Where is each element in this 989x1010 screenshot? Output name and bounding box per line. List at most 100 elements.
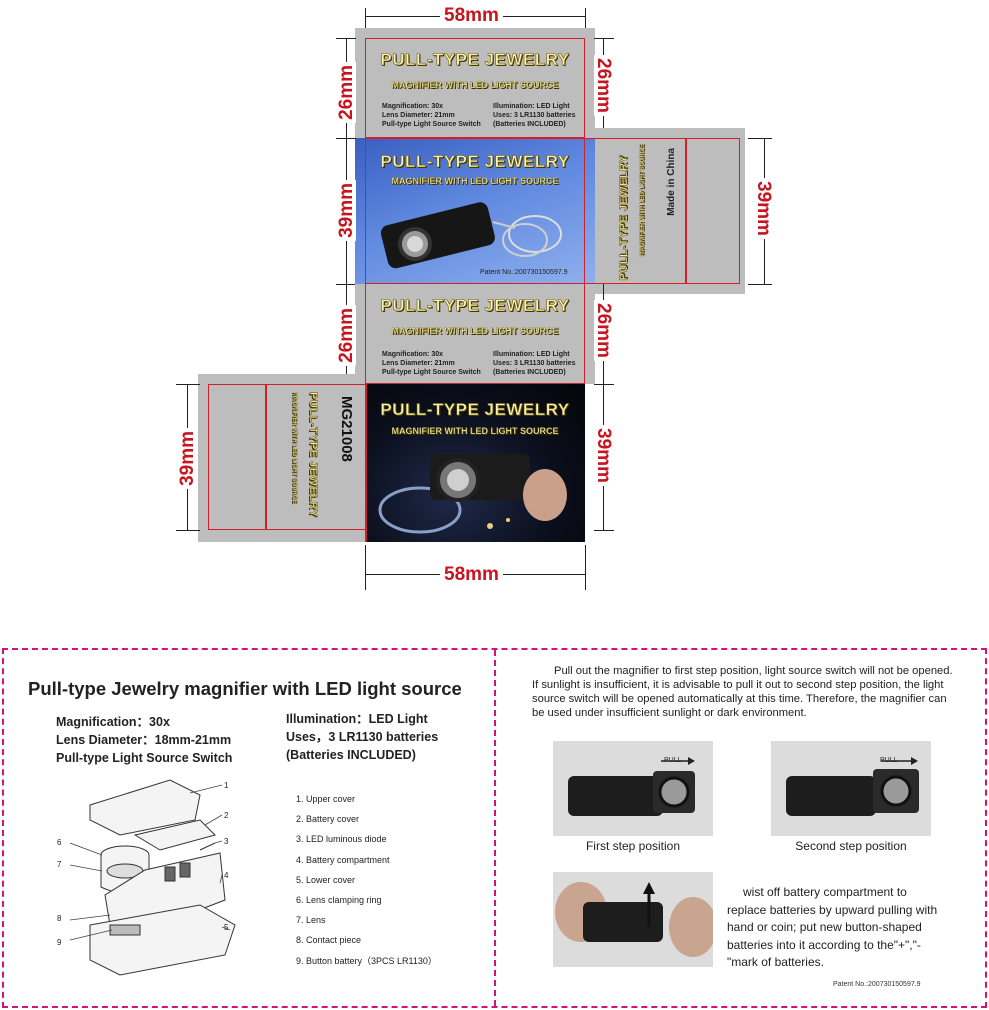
back-panel-title: PULL-TYPE JEWELRY: [380, 400, 570, 420]
callout-label: 8: [57, 914, 62, 923]
top-flap-specs-right: Illumination: LED Light Uses: 3 LR1130 b…: [493, 102, 576, 129]
instruction-title: Pull-type Jewelry magnifier with LED lig…: [28, 678, 462, 699]
list-item: 3. LED luminous diode: [296, 834, 387, 845]
dimension-tick: [336, 138, 356, 139]
parts-list: 1. Upper cover 2. Battery cover 3. LED l…: [296, 795, 437, 977]
left-side-panel: [198, 374, 365, 542]
bottom-flap-specs-left: Magnification: 30x Lens Diameter: 21mm P…: [382, 350, 481, 377]
spec-line: (Batteries INCLUDED): [286, 748, 416, 762]
dimension-tick: [176, 384, 200, 385]
fold-line: [365, 384, 367, 542]
instruction-specs-left: Magnification：30x Lens Diameter：18mm-21m…: [56, 713, 232, 767]
top-flap-title: PULL-TYPE JEWELRY: [380, 50, 570, 70]
left-side-subtitle: MAGNIFIER WITH LED LIGHT SOURCE: [291, 392, 297, 504]
instruction-sheet-divider: [494, 650, 496, 1006]
dimension-label-left-26-top: 26mm: [336, 62, 357, 123]
first-step-caption: First step position: [585, 839, 681, 853]
left-side-border: [208, 384, 365, 530]
dimension-label-right-39-side: 39mm: [753, 178, 774, 239]
callout-label: 1: [224, 781, 229, 790]
spec-line: Uses: 3 LR1130 batteries: [493, 112, 576, 119]
dimension-tick: [594, 384, 614, 385]
spec-line: Uses，3 LR1130 batteries: [286, 730, 439, 744]
fold-line: [265, 384, 267, 530]
spec-line: Magnification：30x: [56, 715, 170, 729]
dimension-label-width-bottom: 58mm: [440, 565, 503, 584]
side-panel-title: PULL-TYPE JEWELRY: [618, 155, 631, 281]
second-step-magnifier-illustration: [786, 757, 919, 816]
callout-label: 5: [224, 923, 229, 932]
callout-label: 6: [57, 838, 62, 847]
list-item: 2. Battery cover: [296, 814, 360, 825]
callout-label: 4: [224, 871, 229, 880]
list-item: 6. Lens clamping ring: [296, 894, 382, 905]
made-in-china-label: Made in China: [666, 148, 677, 216]
bottom-flap-title: PULL-TYPE JEWELRY: [380, 296, 570, 316]
first-step-magnifier-illustration: [568, 757, 695, 816]
dimension-tick: [585, 8, 586, 28]
battery-replacement-illustration: [555, 882, 713, 957]
instruction-sheet-border: [2, 648, 987, 1008]
pull-label: PULL: [880, 757, 898, 764]
top-flap-panel: [355, 28, 595, 138]
fold-line: [685, 138, 687, 284]
spec-line: Pull-type Light Source Switch: [382, 121, 481, 128]
magnifier-in-use-image: [378, 454, 567, 534]
spec-line: (Batteries INCLUDED): [493, 369, 566, 376]
list-item: 8. Contact piece: [296, 935, 362, 946]
battery-instructions-paragraph: wist off battery compartment to replace …: [727, 885, 938, 969]
dimension-tick: [176, 530, 200, 531]
dimension-label-right-39-bottom: 39mm: [593, 425, 614, 486]
dimension-label-right-26-top: 26mm: [593, 55, 614, 116]
dimension-tick: [336, 38, 356, 39]
spec-line: Magnification: 30x: [382, 103, 444, 110]
front-panel-patent: Patent No.:200730150597.9: [480, 269, 568, 276]
dimension-label-left-39-bottom: 39mm: [177, 428, 198, 489]
left-side-title: PULL-TYPE JEWELRY: [307, 392, 320, 518]
spec-line: Pull-type Light Source Switch: [382, 369, 481, 376]
spec-line: (Batteries INCLUDED): [493, 121, 566, 128]
top-flap-specs-left: Magnification: 30x Lens Diameter: 21mm P…: [382, 102, 481, 129]
list-item: 5. Lower cover: [296, 874, 356, 885]
spec-line: Lens Diameter: 21mm: [382, 112, 455, 119]
pull-label: PULL: [664, 757, 682, 764]
front-panel-title: PULL-TYPE JEWELRY: [380, 152, 570, 172]
dimension-label-right-26-bottom: 26mm: [593, 300, 614, 361]
spec-line: Magnification: 30x: [382, 351, 444, 358]
dimension-label-left-39: 39mm: [336, 180, 357, 241]
spec-line: Illumination: LED Light: [493, 351, 570, 358]
bottom-flap-specs-right: Illumination: LED Light Uses: 3 LR1130 b…: [493, 350, 576, 377]
dimension-tick: [594, 530, 614, 531]
dimension-tick: [748, 284, 772, 285]
dimension-tick: [365, 8, 366, 28]
dimension-tick: [748, 138, 772, 139]
right-side-panel: [595, 128, 745, 294]
spec-line: Pull-type Light Source Switch: [56, 751, 233, 765]
list-item: 9. Button battery（3PCS LR1130）: [296, 955, 437, 966]
model-number: MG21008: [338, 396, 355, 462]
list-item: 4. Battery compartment: [296, 854, 390, 865]
side-panel-subtitle: MAGNIFIER WITH LED LIGHT SOURCE: [640, 145, 646, 257]
bottom-flap-border: [365, 284, 585, 384]
callout-label: 2: [224, 811, 229, 820]
front-panel-subtitle: MAGNIFIER WITH LED LIGHT SOURCE: [391, 176, 559, 186]
spec-line: Illumination: LED Light: [493, 103, 570, 110]
callout-label: 3: [224, 837, 229, 846]
bottom-flap-subtitle: MAGNIFIER WITH LED LIGHT SOURCE: [391, 326, 559, 336]
back-panel-subtitle: MAGNIFIER WITH LED LIGHT SOURCE: [391, 426, 559, 436]
dimension-label-width-top: 58mm: [440, 6, 503, 25]
spec-line: Lens Diameter：18mm-21mm: [56, 733, 232, 747]
pull-instructions-paragraph: Pull out the magnifier to first step pos…: [532, 665, 953, 719]
callout-label: 7: [57, 860, 62, 869]
top-flap-border: [365, 38, 585, 138]
second-step-caption: Second step position: [795, 839, 907, 853]
callout-label: 9: [57, 938, 62, 947]
spec-line: Illumination：LED Light: [286, 712, 428, 726]
exploded-view-diagram: [69, 779, 236, 976]
top-flap-subtitle: MAGNIFIER WITH LED LIGHT SOURCE: [391, 80, 559, 90]
dimension-tick: [585, 545, 586, 590]
right-side-border: [585, 138, 740, 284]
spec-line: Uses: 3 LR1130 batteries: [493, 360, 576, 367]
instruction-specs-right: Illumination：LED Light Uses，3 LR1130 bat…: [286, 710, 438, 764]
dimension-label-left-26-bottom: 26mm: [336, 305, 357, 366]
